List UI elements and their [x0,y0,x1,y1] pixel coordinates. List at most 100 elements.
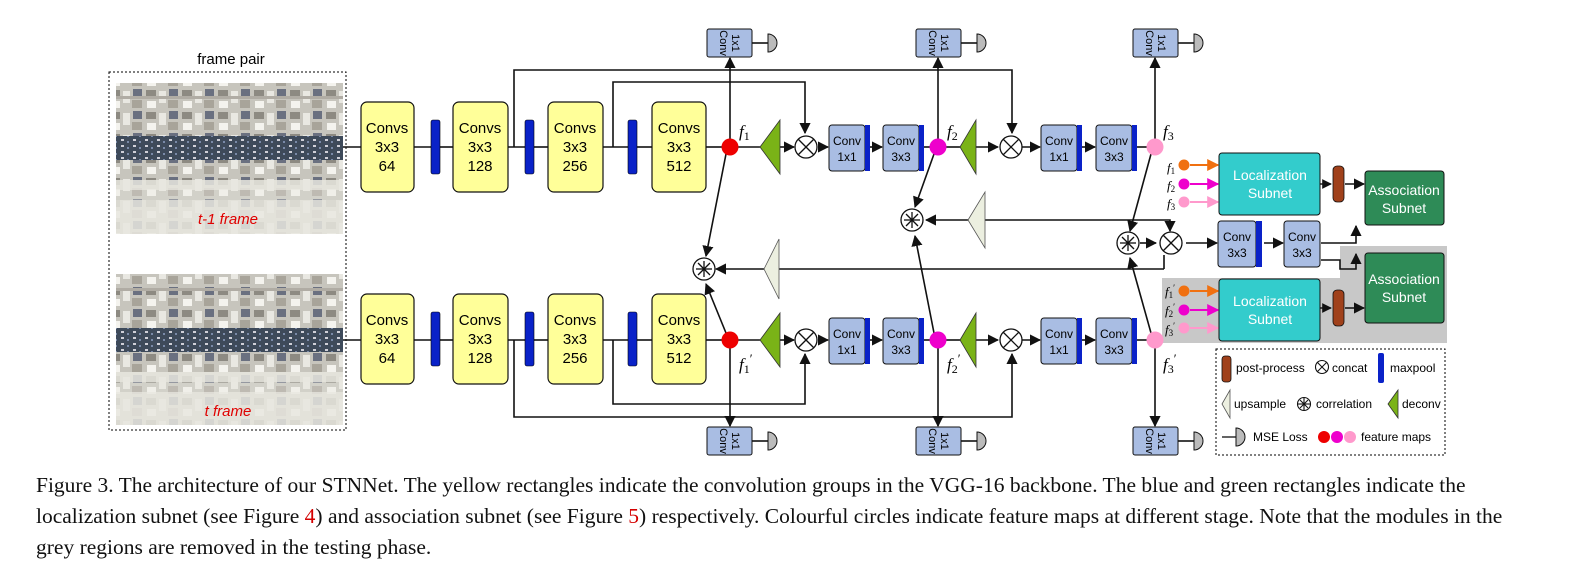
vgg-top-4-line3: 512 [666,158,691,175]
maxpool-top-3 [627,119,638,175]
svg-text:f2′: f2′ [1165,302,1175,319]
caption-part3: ) respectively. Colourful circles indica… [36,504,1503,559]
svg-text:Conv: Conv [1045,327,1073,341]
conv3x3-top-2: Conv 3x3 [1095,124,1137,172]
legend-feature-red-icon [1318,431,1330,443]
upsample-1 [763,238,780,300]
conv3x3-bottom-1: Conv 3x3 [882,317,924,365]
frame-pair-label: frame pair [197,51,265,68]
svg-text:Conv: Conv [926,30,938,56]
conv3x3-mid-1: Conv 3x3 [1217,220,1262,268]
svg-text:f3′: f3′ [1165,321,1175,338]
vgg-bottom-group-3: Convs 3x3 256 [547,293,604,385]
svg-text:Conv: Conv [887,327,915,341]
maxpool-top-1 [430,119,441,175]
side-conv-top-1: Conv 1x1 [706,28,778,58]
svg-text:Conv: Conv [833,327,861,341]
side-conv-bottom-1: Conv 1x1 [706,426,778,456]
feature-map-f3-prime [1146,331,1164,349]
legend-maxpool: maxpool [1390,361,1435,375]
side-conv-top-2: Conv 1x1 [915,28,987,58]
svg-text:3x3: 3x3 [1227,246,1247,260]
localization-subnet-top: Localization Subnet [1218,152,1321,216]
deconv-top-1 [759,118,781,176]
vgg-bottom-4-line2: 3x3 [667,331,691,348]
caption-figure-4-link[interactable]: 4 [304,504,316,528]
feature-map-f1-prime [721,331,739,349]
side-conv-top-3: Conv 1x1 [1132,28,1204,58]
correlation-3 [1116,231,1140,255]
legend-feature-pink-icon [1344,431,1356,443]
legend-concat-icon [1314,359,1330,375]
svg-text:Conv: Conv [1143,30,1155,56]
svg-text:f3: f3 [1167,196,1176,212]
feature-map-f1 [721,138,739,156]
association-subnet-bottom: Association Subnet [1364,252,1445,324]
caption-part1: Figure 3. The architecture of our STNNet… [36,473,1466,528]
vgg-bottom-2-line2: 3x3 [468,331,492,348]
vgg-bottom-4-line1: Convs [658,312,701,329]
svg-text:f1: f1 [1167,160,1175,176]
vgg-bottom-3-line3: 256 [562,350,587,367]
vgg-top-2-line1: Convs [459,120,502,137]
vgg-bottom-2-line3: 128 [467,350,492,367]
svg-text:Conv: Conv [1045,134,1073,148]
correlation-2 [900,208,924,232]
label-f2-prime: f2′ [947,351,961,376]
svg-text:Conv: Conv [1223,230,1251,244]
svg-text:1x1: 1x1 [729,34,741,52]
conv3x3-bottom-2: Conv 3x3 [1095,317,1137,365]
label-f3-prime: f3′ [1163,351,1177,376]
feature-map-f2-prime [929,331,947,349]
concat-top-1 [794,135,818,159]
conv1x1-top-2: Conv 1x1 [1040,124,1082,172]
svg-text:1x1: 1x1 [1155,432,1167,450]
svg-text:3x3: 3x3 [891,343,911,357]
svg-text:Conv: Conv [1288,230,1316,244]
curr-frame-image [116,274,343,425]
loc-inputs-bottom: f1′ f2′ f3′ [1165,283,1220,338]
svg-text:Association: Association [1368,271,1440,287]
vgg-bottom-group-2: Convs 3x3 128 [452,293,509,385]
svg-text:Conv: Conv [717,428,729,454]
vgg-bottom-1-line2: 3x3 [375,331,399,348]
deconv-bottom-1 [759,311,781,369]
label-f1: f1 [739,122,750,143]
vgg-top-1-line3: 64 [379,158,396,175]
vgg-top-2-line2: 3x3 [468,139,492,156]
vgg-bottom-1-line3: 64 [379,350,396,367]
legend-deconv: deconv [1402,397,1441,411]
legend-mse-icon [1222,427,1246,447]
svg-text:1x1: 1x1 [1049,150,1069,164]
concat-top-2 [999,135,1023,159]
legend-upsample-icon [1221,388,1231,420]
svg-text:Subnet: Subnet [1382,289,1426,305]
svg-text:Conv: Conv [717,30,729,56]
vgg-bottom-group-4: Convs 3x3 512 [651,293,707,385]
svg-text:1x1: 1x1 [729,432,741,450]
svg-text:Association: Association [1368,182,1440,198]
svg-text:Conv: Conv [1100,134,1128,148]
deconv-top-2 [959,118,977,176]
vgg-top-group-4: Convs 3x3 512 [651,101,707,193]
loc-inputs-top: f1 f2 f3 [1167,159,1220,212]
svg-text:f1′: f1′ [1165,283,1175,300]
association-subnet-top: Association Subnet [1364,170,1445,226]
label-f1-prime: f1′ [739,351,753,376]
vgg-top-2-line3: 128 [467,158,492,175]
curr-frame-label: t frame [205,403,252,420]
svg-text:Conv: Conv [1100,327,1128,341]
vgg-bottom-group-1: Convs 3x3 64 [360,293,415,385]
caption-figure-5-link[interactable]: 5 [628,504,640,528]
svg-text:Localization: Localization [1233,167,1307,183]
conv1x1-top-1: Conv 1x1 [828,124,870,172]
legend-concat: concat [1332,361,1368,375]
vgg-top-3-line2: 3x3 [563,139,587,156]
conv1x1-bottom-1: Conv 1x1 [828,317,870,365]
svg-text:3x3: 3x3 [1104,343,1124,357]
svg-text:Subnet: Subnet [1248,311,1292,327]
upsample-2 [967,190,986,250]
label-f3: f3 [1163,122,1174,143]
feature-map-f2 [929,138,947,156]
svg-text:3x3: 3x3 [1104,150,1124,164]
